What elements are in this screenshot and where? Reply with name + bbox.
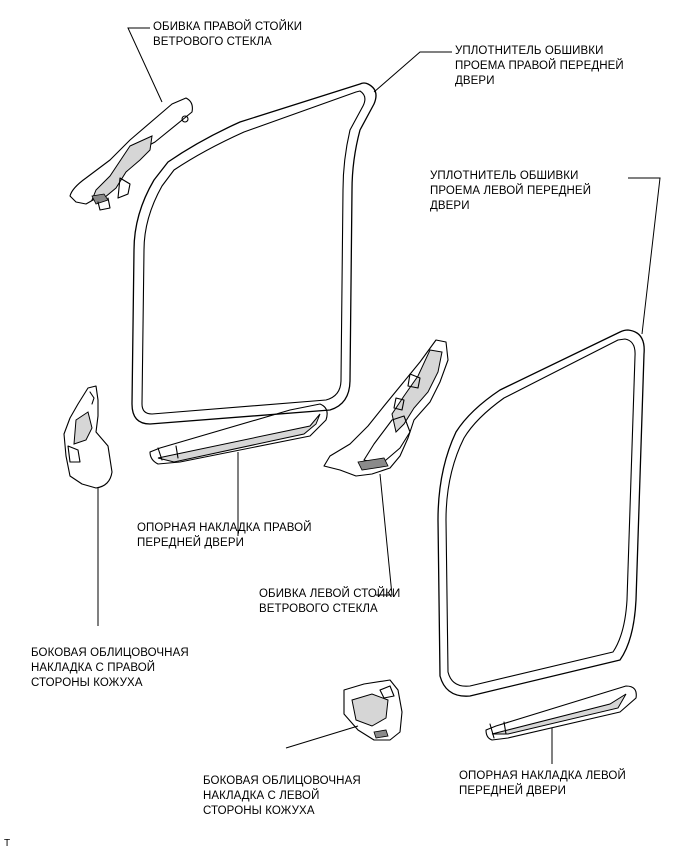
- label-right-scuff-plate: ОПОРНАЯ НАКЛАДКА ПРАВОЙ ПЕРЕДНЕЙ ДВЕРИ: [137, 522, 312, 549]
- left-scuff-plate-part: [485, 685, 637, 741]
- label-right-door-weatherstrip: УПЛОТНИТЕЛЬ ОБШИВКИ ПРОЕМА ПРАВОЙ ПЕРЕДН…: [455, 45, 624, 87]
- label-left-cowl-trim: БОКОВАЯ ОБЛИЦОВОЧНАЯ НАКЛАДКА С ЛЕВОЙ СТ…: [203, 775, 361, 817]
- left-door-weatherstrip-part: [437, 329, 645, 697]
- left-cowl-trim-part: [343, 679, 403, 741]
- leader-lines: [97, 27, 661, 764]
- right-scuff-plate-part: [149, 403, 328, 465]
- label-right-cowl-trim: БОКОВАЯ ОБЛИЦОВОЧНАЯ НАКЛАДКА С ПРАВОЙ С…: [31, 647, 189, 689]
- left-pillar-garnish-part: [323, 339, 449, 477]
- label-left-scuff-plate: ОПОРНАЯ НАКЛАДКА ЛЕВОЙ ПЕРЕДНЕЙ ДВЕРИ: [459, 770, 626, 797]
- right-pillar-garnish-part: [69, 97, 193, 211]
- label-left-door-weatherstrip: УПЛОТНИТЕЛЬ ОБШИВКИ ПРОЕМА ЛЕВОЙ ПЕРЕДНЕ…: [430, 170, 592, 212]
- corner-mark: T: [4, 838, 11, 849]
- label-right-pillar-garnish: ОБИВКА ПРАВОЙ СТОЙКИ ВЕТРОВОГО СТЕКЛА: [153, 21, 303, 48]
- right-cowl-trim-part: [63, 385, 113, 489]
- right-door-weatherstrip-part: [131, 82, 377, 425]
- label-left-pillar-garnish: ОБИВКА ЛЕВОЙ СТОЙКИ ВЕТРОВОГО СТЕКЛА: [259, 588, 401, 615]
